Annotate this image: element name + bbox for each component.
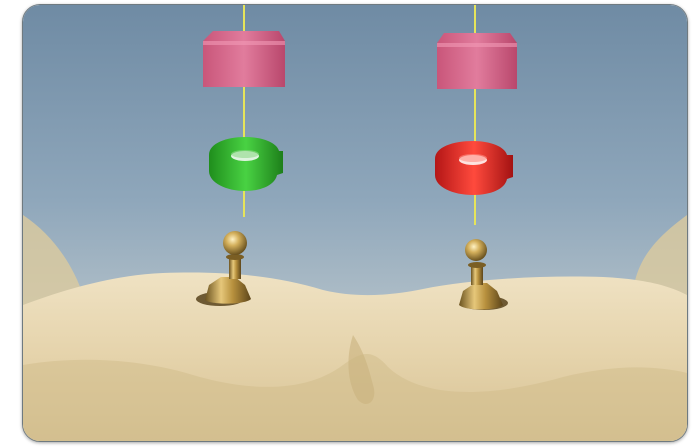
- dental-scene: [23, 5, 687, 441]
- photo-frame: [22, 4, 688, 442]
- green-retention-ring: [209, 137, 283, 191]
- red-retention-ring: [435, 141, 513, 195]
- pink-housing-left: [203, 31, 285, 87]
- pink-housing-right: [437, 33, 517, 89]
